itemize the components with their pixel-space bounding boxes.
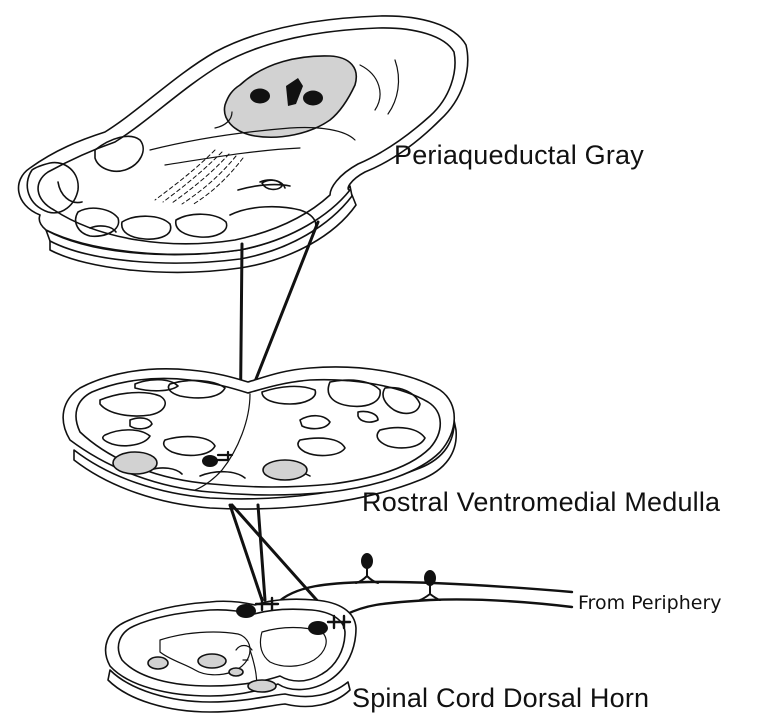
dh-gray-left <box>148 657 168 669</box>
dh-gray-small <box>229 668 243 676</box>
dh-gray-right <box>248 680 276 692</box>
dh-gray-mid <box>198 654 226 668</box>
drg-cell-body-2 <box>424 570 436 586</box>
rvm-gray-left <box>113 452 157 474</box>
rvm-gray-right <box>263 460 307 480</box>
label-rostral-ventromedial-medulla: Rostral Ventromedial Medulla <box>362 487 720 518</box>
drg-cell-body-1 <box>361 553 373 569</box>
spinal-cord-slice <box>106 598 356 712</box>
dh-neuron-left <box>236 604 256 618</box>
label-from-periphery: From Periphery <box>578 592 722 614</box>
dh-neuron-right <box>308 621 328 635</box>
rvm-to-dorsal-horn-fibers <box>230 505 330 615</box>
rvm-neuron <box>202 455 218 467</box>
pag-dot-left <box>250 89 270 104</box>
label-periaqueductal-gray: Periaqueductal Gray <box>394 140 644 171</box>
pag-dot-right <box>303 91 323 106</box>
label-spinal-cord-dorsal-horn: Spinal Cord Dorsal Horn <box>352 683 649 714</box>
